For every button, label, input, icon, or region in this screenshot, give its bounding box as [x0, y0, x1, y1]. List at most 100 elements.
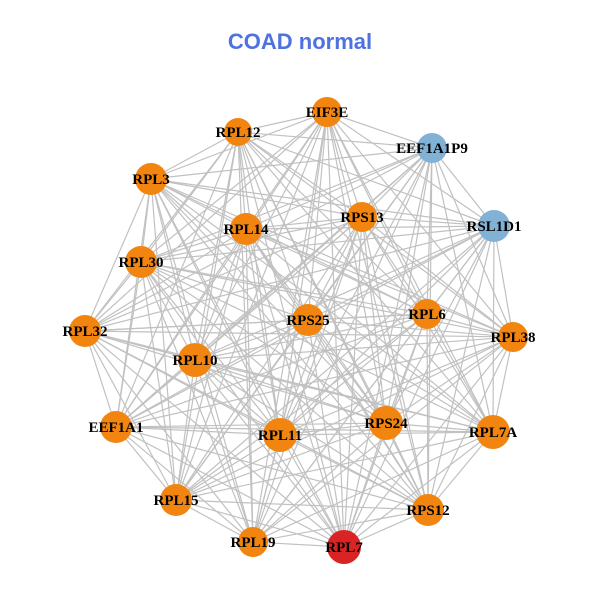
- node-rpl3: [135, 163, 167, 195]
- node-label-rpl6: RPL6: [408, 307, 446, 323]
- edge: [326, 111, 433, 149]
- edge: [175, 422, 387, 501]
- edge: [237, 111, 328, 133]
- edge: [140, 111, 328, 263]
- edge: [307, 319, 387, 424]
- node-rpl15: [160, 484, 192, 516]
- edge: [150, 147, 433, 180]
- node-label-rpl14: RPL14: [224, 222, 270, 238]
- edge: [252, 216, 363, 543]
- edge: [427, 225, 495, 511]
- edge: [245, 228, 428, 315]
- edge: [237, 131, 363, 218]
- edge: [140, 261, 494, 433]
- edge: [279, 422, 387, 436]
- edge: [279, 434, 429, 511]
- edge: [150, 131, 239, 180]
- edge: [237, 131, 433, 149]
- edge: [140, 225, 495, 263]
- node-label-eef1a1: EEF1A1: [88, 420, 143, 436]
- figure-title: COAD normal: [228, 29, 372, 54]
- edge: [175, 434, 281, 501]
- node-rpl7: [327, 530, 361, 564]
- node-eif3e: [312, 97, 342, 127]
- edge: [194, 359, 387, 424]
- node-rpl14: [230, 213, 262, 245]
- edge: [361, 147, 433, 218]
- node-rpl11: [263, 418, 297, 452]
- nodes-layer: [69, 97, 528, 564]
- edge: [175, 313, 428, 501]
- node-label-rpl11: RPL11: [258, 428, 302, 444]
- node-rpl38: [498, 322, 528, 352]
- node-label-rps12: RPS12: [406, 503, 449, 519]
- edge: [326, 111, 429, 511]
- edge: [150, 178, 177, 501]
- edge: [84, 216, 363, 332]
- node-rpl12: [224, 118, 252, 146]
- edge: [115, 228, 247, 428]
- edge: [307, 216, 363, 321]
- node-rpl30: [125, 246, 157, 278]
- edge: [115, 426, 494, 433]
- edge: [150, 178, 514, 338]
- node-rps13: [347, 202, 377, 232]
- edge: [115, 359, 196, 428]
- edge: [84, 330, 254, 543]
- edge: [307, 111, 328, 321]
- edge: [279, 313, 428, 436]
- edge: [385, 147, 433, 424]
- edge: [307, 319, 429, 511]
- edge: [245, 228, 429, 511]
- node-label-eif3e: EIF3E: [306, 105, 349, 121]
- edge: [237, 131, 429, 511]
- edge: [279, 434, 345, 548]
- edge: [150, 178, 345, 548]
- edge: [343, 431, 494, 548]
- edge: [115, 422, 387, 428]
- edge: [237, 131, 495, 227]
- edge: [307, 225, 495, 321]
- node-rps12: [412, 494, 444, 526]
- edge: [150, 178, 495, 227]
- node-label-eef1a1p9: EEF1A1P9: [396, 141, 468, 157]
- edge: [194, 313, 428, 361]
- edge: [140, 261, 429, 511]
- edge: [326, 111, 514, 338]
- node-label-rpl12: RPL12: [216, 125, 261, 141]
- edge: [252, 431, 494, 543]
- node-rps24: [369, 406, 403, 440]
- edge: [84, 111, 328, 332]
- edge: [115, 426, 254, 543]
- edge: [326, 111, 363, 218]
- node-label-rpl30: RPL30: [119, 255, 164, 271]
- edge: [175, 499, 429, 511]
- edge: [343, 422, 387, 548]
- edge: [493, 225, 514, 338]
- edge: [115, 147, 433, 428]
- edge: [175, 336, 514, 501]
- edge: [385, 422, 494, 433]
- edge: [150, 178, 309, 321]
- node-rpl32: [69, 315, 101, 347]
- edge: [175, 499, 345, 548]
- edge: [84, 330, 514, 338]
- node-label-rpl3: RPL3: [132, 172, 170, 188]
- edge: [84, 131, 239, 332]
- edge: [343, 147, 433, 548]
- node-label-rpl38: RPL38: [491, 330, 536, 346]
- node-rpl6: [412, 299, 442, 329]
- edge: [326, 111, 387, 424]
- edge: [150, 178, 363, 218]
- edge: [431, 147, 495, 227]
- node-rps25: [292, 304, 324, 336]
- edge: [140, 261, 428, 315]
- node-label-rps25: RPS25: [286, 313, 329, 329]
- edge: [194, 359, 254, 543]
- edge: [84, 178, 152, 332]
- edge: [175, 216, 363, 501]
- edge: [194, 225, 495, 361]
- edge: [140, 261, 281, 436]
- edge: [492, 225, 495, 433]
